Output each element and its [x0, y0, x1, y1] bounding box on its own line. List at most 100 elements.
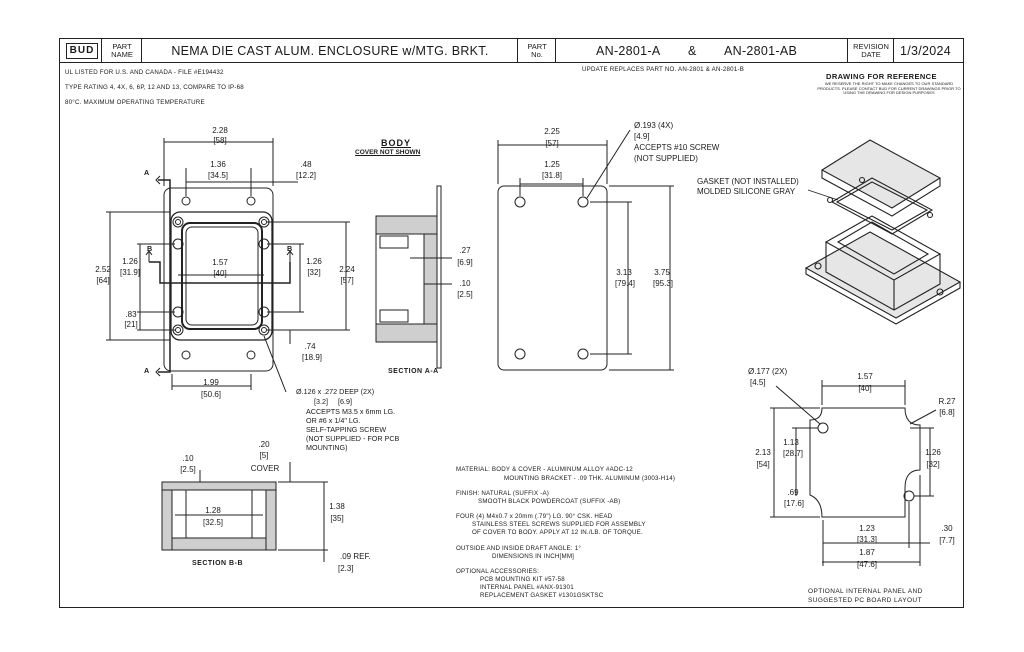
spec-accessories-title: OPTIONAL ACCESSORIES:	[456, 568, 540, 575]
bracket-hole-icon	[514, 348, 526, 360]
revision-label-cell: REVISION DATE	[848, 39, 894, 63]
dim-48: .48	[300, 160, 312, 169]
dim-10-mm: [2.5]	[457, 290, 473, 299]
panel-dim-1-87: 1.87	[859, 548, 875, 557]
panel-caption-1: OPTIONAL INTERNAL PANEL AND	[808, 588, 923, 595]
temp-note: 80°C. MAXIMUM OPERATING TEMPERATURE	[65, 99, 205, 106]
cover-screw-hole-icon	[261, 219, 267, 225]
section-arrow-icon	[286, 250, 294, 262]
spec-finish-2: SMOOTH BLACK POWDERCOAT (SUFFIX -AB)	[478, 498, 621, 505]
section-b-cover	[161, 481, 277, 491]
section-a-marker-top: A	[144, 168, 150, 177]
spec-four-2: STAINLESS STEEL SCREWS SUPPLIED FOR ASSE…	[472, 521, 646, 528]
dim-1-36: 1.36	[210, 160, 226, 169]
part-name-cell: NEMA DIE CAST ALUM. ENCLOSURE w/MTG. BRK…	[142, 39, 518, 63]
section-b-marker-right: B	[287, 244, 293, 253]
dim-2-52: 2.52	[95, 265, 111, 274]
section-arrow-icon	[145, 250, 153, 262]
dim-09-ref: .09 REF.	[340, 552, 371, 561]
isometric-view	[804, 139, 962, 325]
dim-3-75: 3.75	[654, 268, 670, 277]
dim-1-28-mm: [32.5]	[202, 518, 223, 527]
panel-caption-2: SUGGESTED PC BOARD LAYOUT	[808, 597, 922, 604]
section-a-boss	[379, 309, 409, 323]
section-a-bottom-wall	[375, 323, 438, 343]
dim-2-28: 2.28	[212, 126, 228, 135]
hole-note-line-2: ACCEPTS M3.5 x 6mm LG.	[306, 407, 396, 416]
panel-dim-1-13: 1.13	[783, 438, 799, 447]
flange-hole-icon	[181, 350, 191, 360]
dim-1-25-mm: [31.8]	[541, 171, 562, 180]
dim-20-mm: [5]	[259, 451, 269, 460]
panel-dim-1-13-mm: [28.7]	[782, 449, 803, 458]
iso-bracket-edge	[805, 268, 961, 325]
dim-1-28: 1.28	[205, 506, 221, 515]
bracket-hole-icon	[577, 348, 589, 360]
panel-radius: R.27	[938, 397, 956, 406]
panel-dim-30: .30	[941, 524, 953, 533]
panel-hole-note: Ø.177 (2X)	[748, 367, 788, 376]
bracket-hole-icon	[514, 196, 526, 208]
section-a-top-wall	[375, 215, 438, 235]
spec-finish-1: FINISH: NATURAL (SUFFIX -A)	[456, 490, 550, 497]
dim-1-99-mm: [50.6]	[200, 390, 221, 399]
dim-b-10-mm: [2.5]	[180, 465, 196, 474]
dim-2-28-mm: [58]	[213, 136, 227, 145]
dim-74-mm: [18.9]	[301, 353, 322, 362]
spec-draft-1: OUTSIDE AND INSIDE DRAFT ANGLE: 1°	[456, 545, 582, 552]
section-a-view	[375, 185, 452, 369]
iso-hole-icon	[936, 288, 944, 296]
cover-screw-hole-icon	[175, 219, 181, 225]
gasket-note-2: MOLDED SILICONE GRAY	[697, 187, 796, 196]
panel-dim-30-mm: [7.7]	[939, 536, 955, 545]
spec-draft-2: DIMENSIONS IN INCH[MM]	[492, 553, 575, 560]
section-a-marker-bottom: A	[144, 366, 150, 375]
leader-line	[909, 409, 937, 425]
drawing-sheet: BUD PART NAME NEMA DIE CAST ALUM. ENCLOS…	[59, 38, 964, 608]
part-no-2: AN-2801-AB	[724, 44, 798, 58]
part-name-label: PART NAME	[111, 42, 133, 59]
spec-four-1: FOUR (4) M4x0.7 x 20mm (.79") LG. 90° CS…	[456, 513, 613, 520]
dim-3-75-mm: [95.3]	[652, 279, 673, 288]
cover-screw-hole-icon	[261, 327, 267, 333]
dim-09-mm: [2.3]	[338, 564, 354, 573]
hole-note-line-6: MOUNTING)	[306, 443, 348, 452]
dim-3-13-mm: [79.4]	[614, 279, 635, 288]
hole-note-line-5: (NOT SUPPLIED - FOR PCB	[306, 434, 400, 443]
dim-2-52-mm: [64]	[96, 276, 110, 285]
panel-dim-2-13: 2.13	[755, 448, 771, 457]
hole-note-line-1: Ø.126 x .272 DEEP (2X)	[296, 387, 375, 396]
dim-1-26-right-mm: [32]	[307, 268, 321, 277]
hole-note-mm: [3.2] [6.9]	[314, 397, 352, 406]
rating-note: TYPE RATING 4, 4X, 6, 6P, 12 AND 13, COM…	[65, 84, 244, 91]
panel-radius-mm: [6.8]	[939, 408, 955, 417]
dim-1-25: 1.25	[544, 160, 560, 169]
bracket-hole-note-1: Ø.193 (4X)	[634, 121, 674, 130]
iso-body-opening	[836, 221, 930, 275]
cover-label: COVER	[250, 464, 280, 473]
section-a-floor	[423, 233, 438, 325]
panel-view	[770, 380, 937, 566]
part-no-label-cell: PART No.	[518, 39, 556, 63]
section-b-floor	[171, 537, 267, 551]
dim-b-10: .10	[182, 454, 194, 463]
section-b-right-wall	[265, 489, 277, 551]
gasket-note-1: GASKET (NOT INSTALLED)	[697, 177, 799, 186]
body-top-view	[106, 138, 350, 393]
body-flange-outline	[163, 187, 274, 372]
hole-note-line-3: OR #6 x 1/4" LG.	[306, 416, 361, 425]
spec-accessory-2: INTERNAL PANEL #ANX-91301	[480, 584, 574, 591]
dim-27-mm: [6.9]	[457, 258, 473, 267]
part-no-label: PART No.	[527, 42, 547, 59]
panel-dim-69-mm: [17.6]	[783, 499, 804, 508]
dim-1-36-mm: [34.5]	[207, 171, 228, 180]
body-inner-cavity	[181, 222, 263, 330]
bud-logo: BUD	[66, 43, 98, 59]
part-name: NEMA DIE CAST ALUM. ENCLOSURE w/MTG. BRK…	[171, 44, 489, 58]
panel-hole-icon	[817, 422, 829, 434]
body-inner-ledge	[185, 226, 259, 326]
dim-27: .27	[459, 246, 471, 255]
iso-hole-icon	[814, 262, 822, 270]
panel-dim-2-13-mm: [54]	[756, 460, 770, 469]
